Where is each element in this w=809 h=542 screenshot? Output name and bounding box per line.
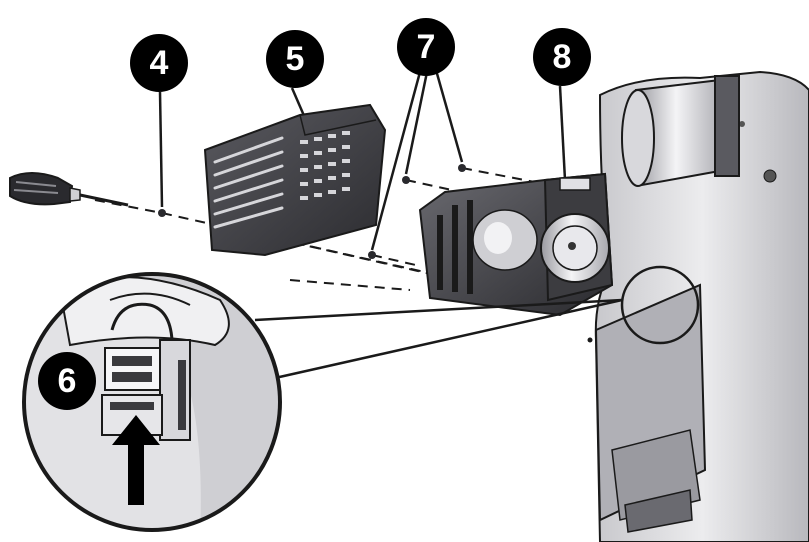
inset-connector-lines (254, 298, 623, 380)
lamp-cover (203, 103, 387, 257)
lamp-module (418, 172, 614, 317)
callout-6: 6 (38, 352, 96, 410)
callout-8: 8 (533, 28, 591, 86)
projector-body (587, 70, 809, 542)
callout-4: 4 (130, 34, 188, 92)
leader-lines (158, 69, 567, 251)
screwdriver (9, 172, 129, 207)
screws (158, 164, 466, 259)
callout-7: 7 (397, 18, 455, 76)
lens-barrel (621, 75, 740, 187)
callout-5: 5 (266, 30, 324, 88)
detail-location-circle (620, 265, 700, 345)
